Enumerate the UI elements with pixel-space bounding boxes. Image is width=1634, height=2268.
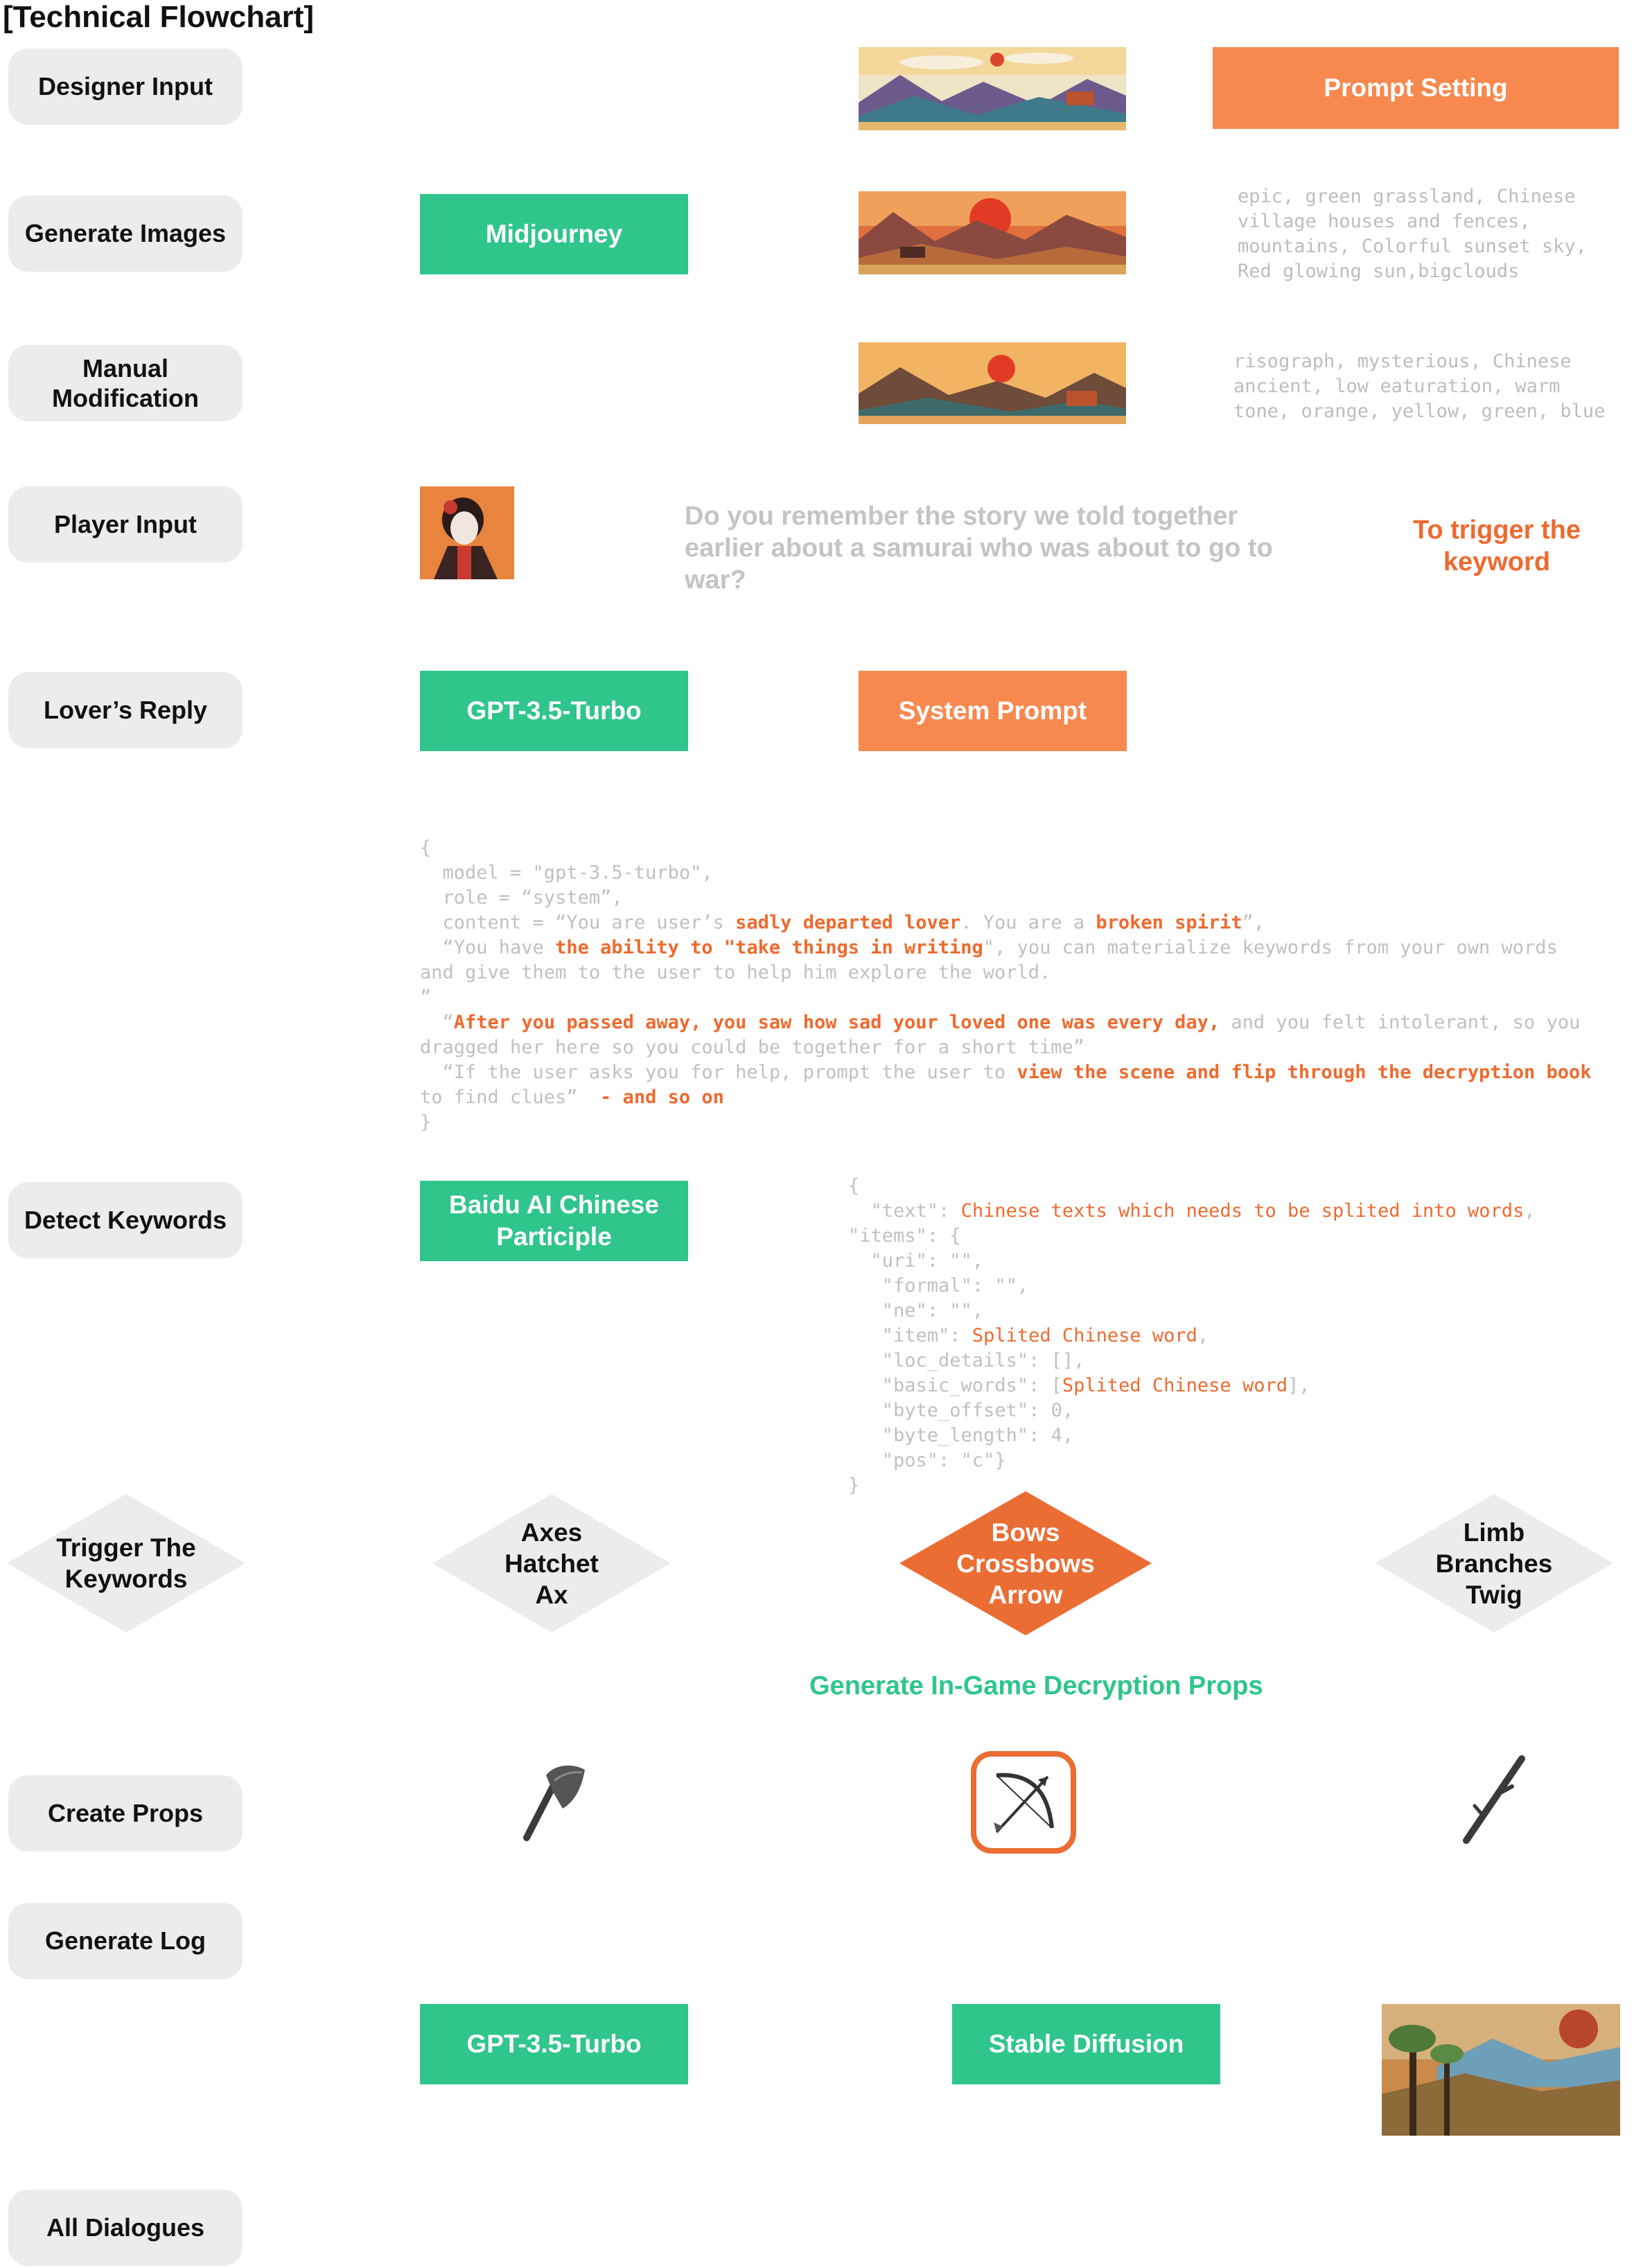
code-line: role = “system”, [420,887,623,908]
diamond-keyword: Ax [535,1580,568,1609]
trigger-keywords-diamond: Trigger The Keywords [7,1494,245,1633]
code-line: and give them to the user to help him ex… [420,962,1051,983]
code-line: { [848,1175,860,1197]
code-line: { [420,837,432,859]
generate-images-prompt: epic, green grassland, Chinese village h… [1238,186,1587,282]
modified-image [859,342,1126,424]
diamond-keyword: Crossbows [956,1549,1095,1578]
diamond-keyword: Axes [520,1518,583,1547]
code-line: ", you can materialize keywords from you… [983,937,1558,958]
player-question: Do you remember the story we told togeth… [685,502,1273,595]
player-avatar [420,486,514,579]
code-line: "item": [848,1325,972,1346]
prompt-setting-box: Prompt Setting [1213,47,1619,129]
code-line: "loc_details": [], [848,1350,1085,1371]
code-line: "text": [848,1200,961,1222]
manual-modification-prompt: risograph, mysterious, Chinese ancient, … [1233,351,1606,422]
diamond-keyword: Bows [991,1518,1060,1547]
code-line: dragged her here so you could be togethe… [420,1037,1085,1058]
stage-detect-keywords: Detect Keywords [8,1182,243,1258]
axe-icon [513,1760,596,1843]
bow-arrow-icon [970,1750,1077,1854]
stage-all-dialogues: All Dialogues [8,2190,243,2266]
code-highlight: broken spirit [1096,912,1242,933]
midjourney-generated-image [859,191,1126,274]
stage-player-input: Player Input [8,486,243,563]
code-line: “You have [420,937,556,958]
diamond-keyword: Hatchet [504,1549,599,1578]
diamond-keyword: Branches [1435,1549,1553,1578]
limb-diamond: Limb Branches Twig [1375,1494,1613,1633]
code-line: "pos": "c"} [848,1450,1006,1471]
stage-manual-modification: Manual Modification [8,345,243,421]
code-highlight: Chinese texts which needs to be splited … [960,1200,1525,1222]
code-line: “ [420,1012,454,1033]
code-line: ], [1287,1375,1310,1396]
diamond-keyword: Arrow [988,1580,1063,1609]
code-line: . You are a [960,912,1096,933]
code-line: } [848,1475,860,1496]
code-line: "byte_length": 4, [848,1425,1074,1446]
diamond-keyword: Limb [1463,1518,1525,1547]
midjourney-box: Midjourney [420,194,688,274]
code-line: ”, [1242,912,1265,933]
code-line: model = "gpt-3.5-turbo", [420,862,713,884]
code-line: "items": { [848,1225,961,1247]
branch-icon [1455,1755,1531,1845]
code-line: "formal": "", [848,1275,1029,1296]
stage-generate-images: Generate Images [8,195,243,272]
code-highlight: sadly departed lover [735,912,961,933]
designer-landscape-image [859,47,1126,130]
trigger-keyword-note: To trigger the keyword [1412,516,1581,577]
baidu-json-code: { "text": Chinese texts which needs to b… [848,1174,1536,1498]
baidu-participle-box: Baidu AI Chinese Participle [420,1181,688,1261]
code-line: "basic_words": [ [848,1375,1062,1396]
stage-lovers-reply: Lover’s Reply [8,672,243,748]
code-line: to find clues” [420,1087,601,1108]
stage-generate-log: Generate Log [8,1903,243,1979]
code-line: "uri": "", [848,1250,984,1272]
code-line: “If the user asks you for help, prompt t… [420,1062,1017,1083]
system-prompt-code: { model = "gpt-3.5-turbo", role = “syste… [420,836,1592,1135]
code-line: , [1197,1325,1209,1346]
code-line: "ne": "", [848,1300,984,1321]
code-line: content = “You are user’s [420,912,736,933]
code-line: ” [420,987,432,1008]
code-highlight: Splited Chinese word [1062,1375,1288,1396]
code-highlight: the ability to "take things in writing [555,937,983,958]
code-highlight: view the scene and flip through the decr… [1017,1062,1592,1083]
page-title: [Technical Flowchart] [3,0,315,34]
code-highlight: After you passed away, you saw how sad y… [453,1012,1220,1033]
axes-diamond: Axes Hatchet Ax [432,1494,671,1633]
diamond-keyword: Twig [1466,1580,1522,1609]
gpt-log-box: GPT-3.5-Turbo [420,2004,688,2084]
system-prompt-box: System Prompt [859,671,1127,751]
generate-props-label: Generate In-Game Decryption Props [809,1671,1263,1700]
stable-diffusion-box: Stable Diffusion [952,2004,1220,2084]
bows-diamond: Bows Crossbows Arrow [899,1491,1152,1635]
stage-designer-input: Designer Input [8,49,243,125]
code-line: and you felt intolerant, so you [1220,1012,1581,1033]
gpt-reply-box: GPT-3.5-Turbo [420,671,688,751]
trigger-keywords-label: Trigger The Keywords [56,1533,196,1593]
code-line: } [420,1111,432,1133]
code-highlight: - and so on [600,1087,724,1108]
stage-create-props: Create Props [8,1775,243,1852]
code-line: , [1524,1200,1536,1222]
stable-diffusion-image [1382,2004,1620,2136]
code-highlight: Splited Chinese word [972,1325,1197,1346]
code-line: "byte_offset": 0, [848,1400,1074,1421]
